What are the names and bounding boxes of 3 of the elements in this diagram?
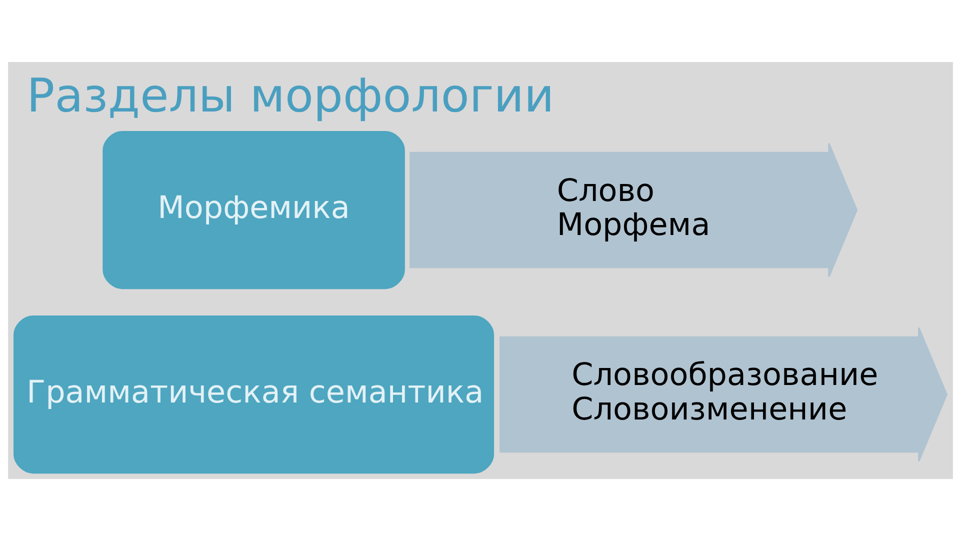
diagram-title: Разделы морфологии xyxy=(26,68,554,122)
node-box: Морфемика xyxy=(102,130,405,289)
node-box: Грамматическая семантика xyxy=(14,314,494,474)
